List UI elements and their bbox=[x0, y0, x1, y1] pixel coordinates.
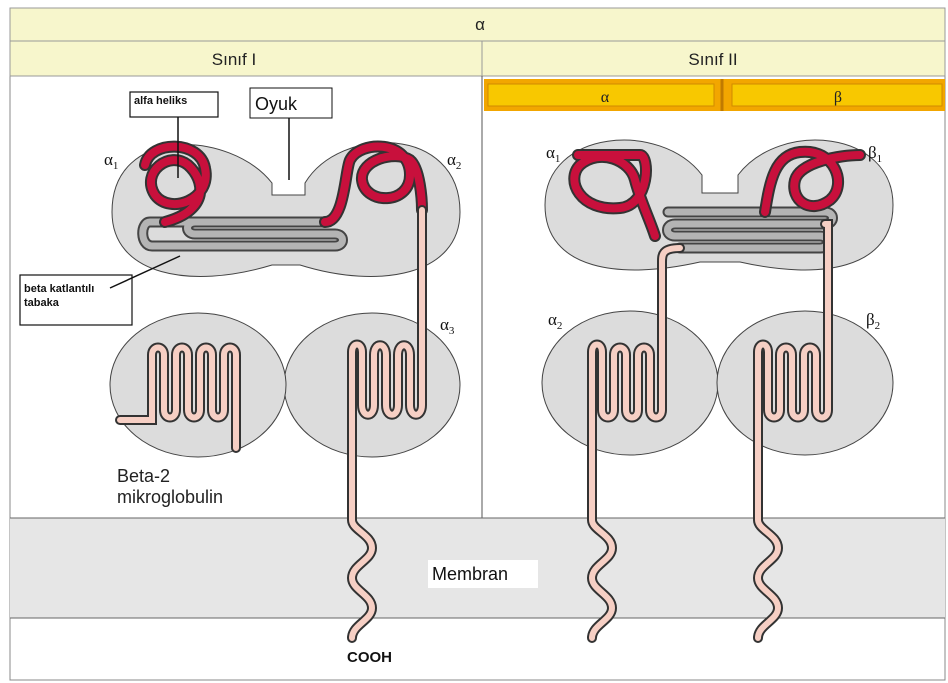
b2m-label-line2: mikroglobulin bbox=[117, 487, 223, 507]
membrane-label: Membran bbox=[432, 564, 508, 584]
cooh-label: COOH bbox=[347, 649, 392, 666]
b2m-label-line1: Beta-2 bbox=[117, 466, 170, 486]
class-one-title: Sınıf I bbox=[212, 50, 256, 69]
beta-sheet-callout-line1: beta katlantılı bbox=[24, 283, 94, 295]
alpha-helix-callout: alfa heliks bbox=[134, 95, 187, 107]
beta-sheet-callout-line2: tabaka bbox=[24, 297, 60, 309]
chain-label-beta: β bbox=[834, 89, 842, 106]
chain-label-alpha: α bbox=[601, 89, 610, 106]
header-title: α bbox=[475, 15, 485, 34]
class-two-title: Sınıf II bbox=[688, 50, 737, 69]
groove-callout: Oyuk bbox=[255, 94, 298, 114]
